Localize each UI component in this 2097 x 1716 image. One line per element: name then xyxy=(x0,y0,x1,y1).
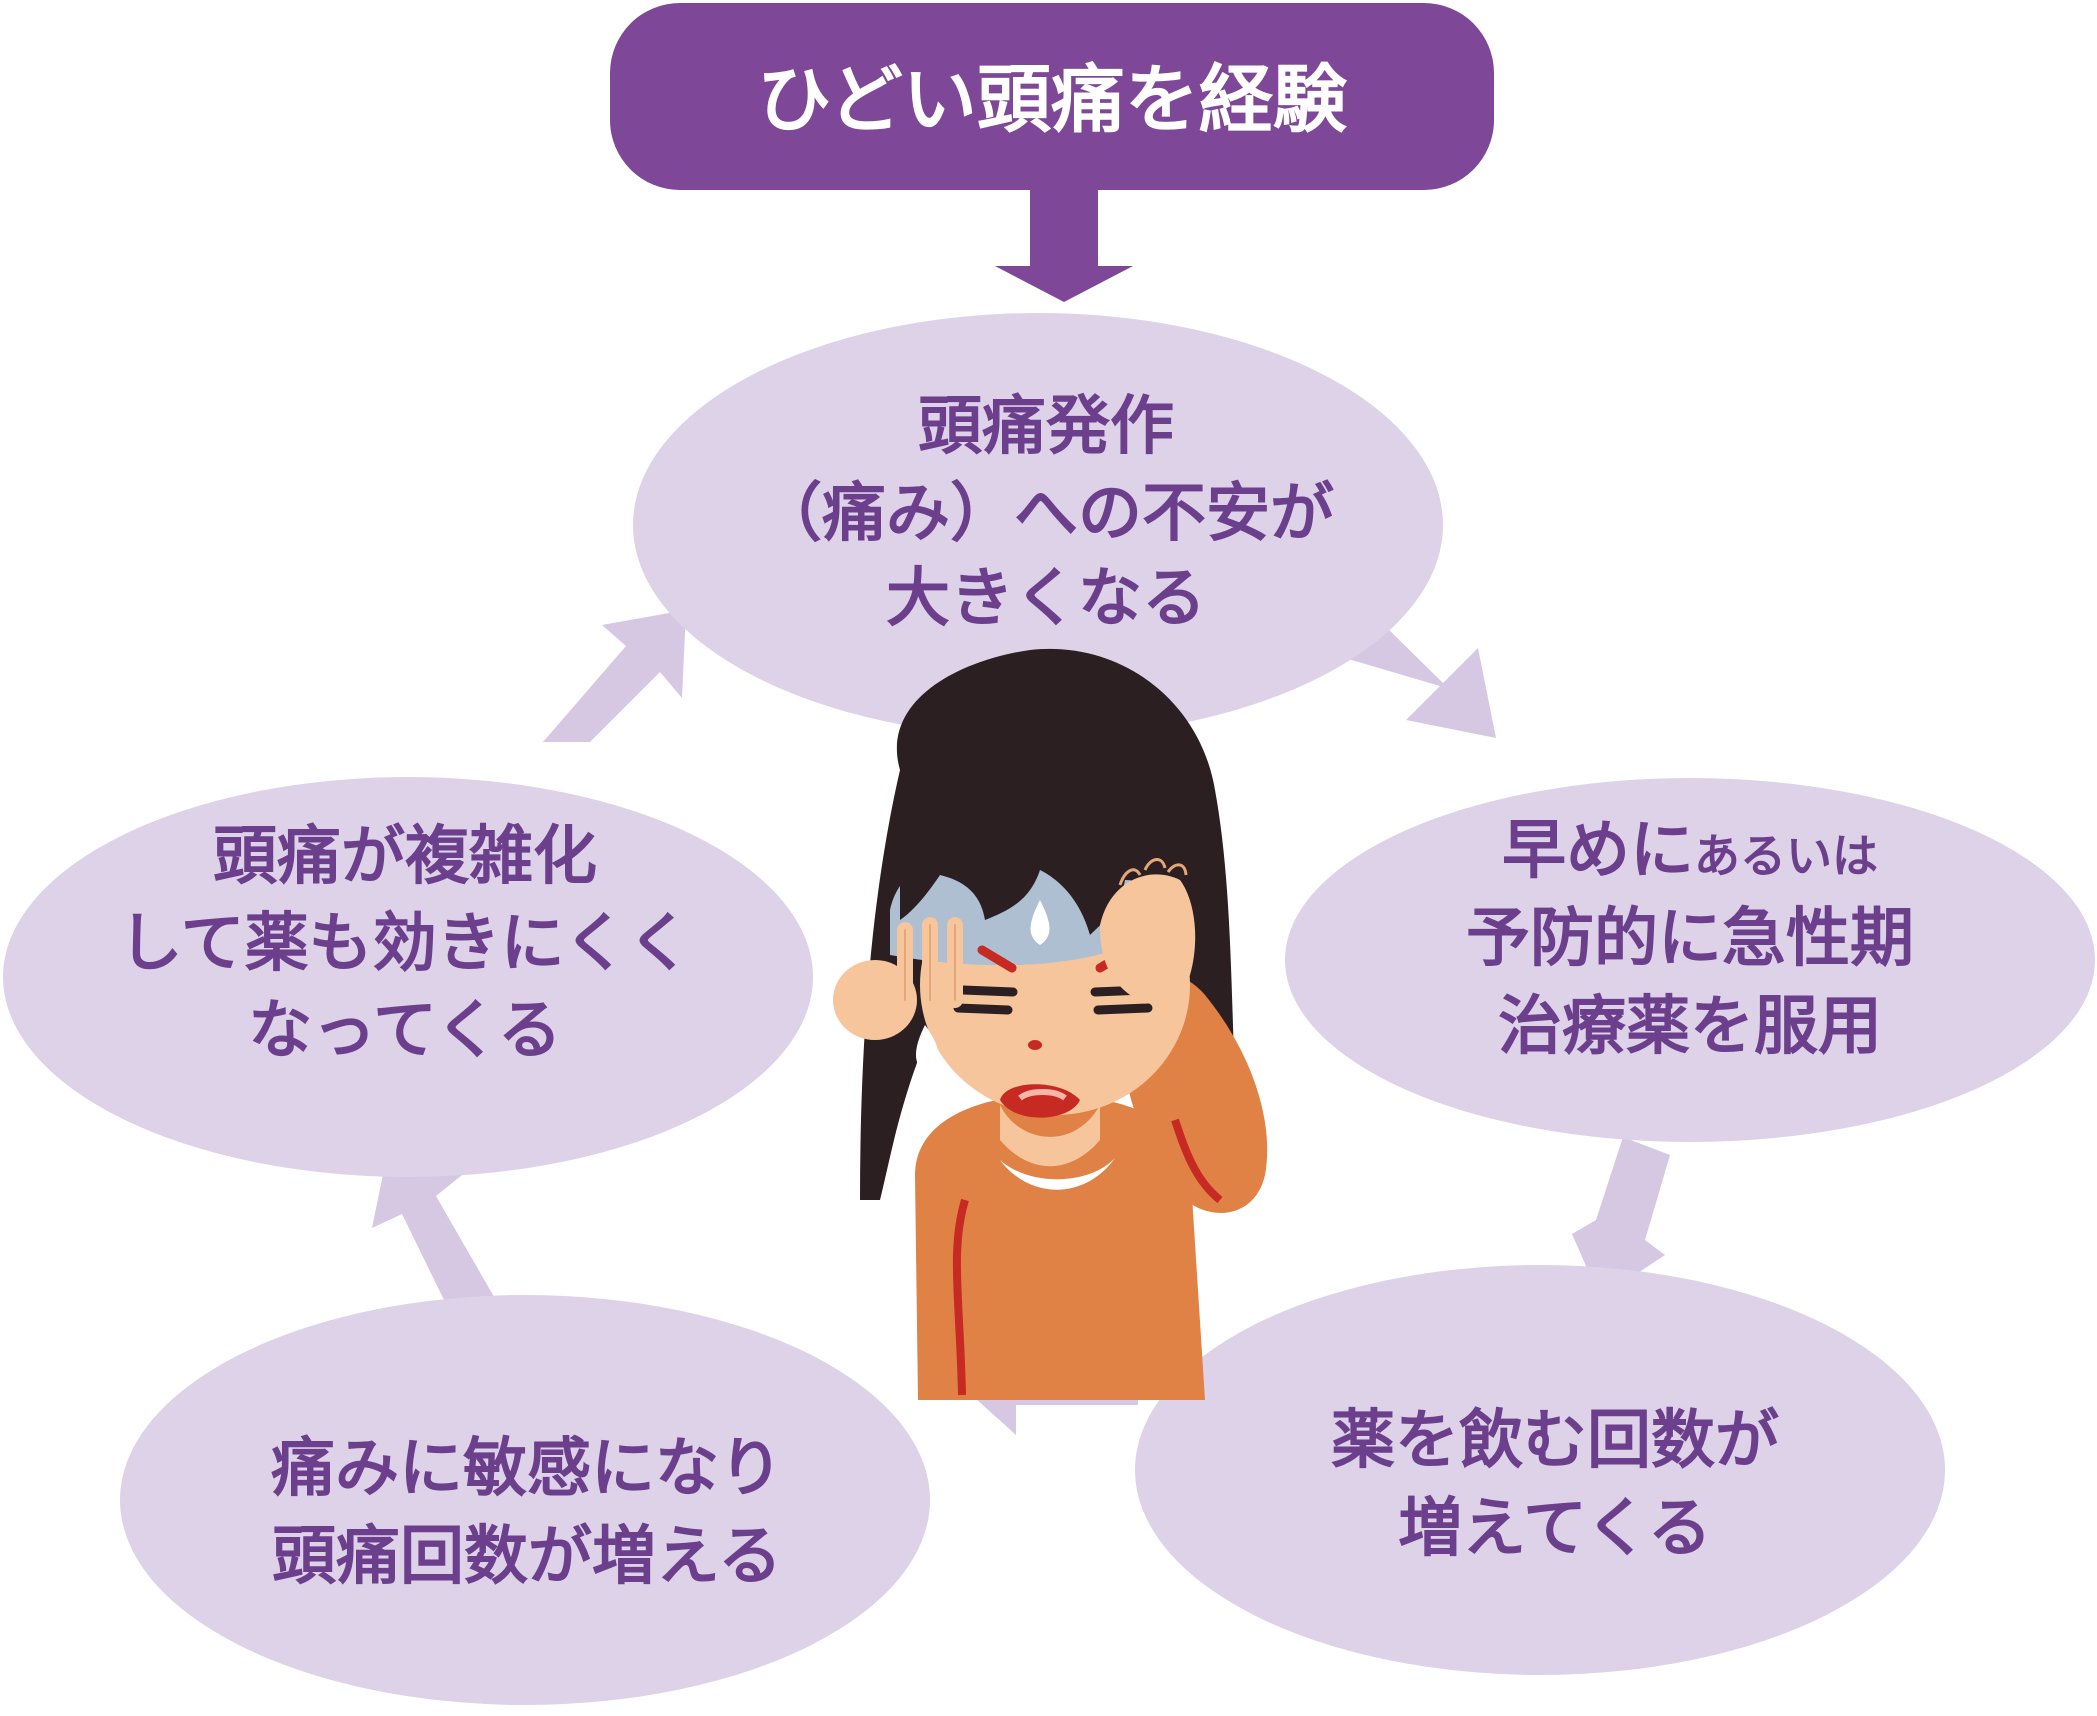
node-top-line1: 頭痛発作 xyxy=(918,390,1174,464)
node-bottom-right xyxy=(1135,1265,1945,1675)
down-arrow xyxy=(995,188,1133,302)
arrow-top-to-right xyxy=(1345,622,1496,738)
node-left-line2: して薬も効きにくく xyxy=(119,907,692,981)
node-left-line3: なってくる xyxy=(248,994,562,1068)
node-right-line1: 早めにあるいは xyxy=(1502,814,1878,888)
title-box: ひどい頭痛を経験 xyxy=(610,3,1494,190)
node-right-line2: 予防的に急性期 xyxy=(1466,902,1914,976)
node-right-line1-small: あるいは xyxy=(1694,829,1878,883)
cycle-nodes xyxy=(3,313,2095,1705)
node-top-line3: 大きくなる xyxy=(886,562,1206,636)
node-top-line2: （痛み）への不安が xyxy=(758,477,1334,551)
node-bottomleft-line1: 痛みに敏感になり xyxy=(271,1432,783,1506)
node-bottomleft-line2: 頭痛回数が増える xyxy=(272,1520,782,1594)
node-right-line1-big: 早めに xyxy=(1502,814,1694,888)
title-text: ひどい頭痛を経験 xyxy=(757,57,1348,143)
node-left xyxy=(3,777,813,1177)
node-left-line1: 頭痛が複雑化 xyxy=(213,820,597,894)
node-top xyxy=(633,313,1443,737)
arrow-left-to-top xyxy=(543,610,686,742)
node-bottom-left xyxy=(120,1295,930,1705)
arrow-bottomleft-to-left xyxy=(372,1150,497,1302)
arrow-right-to-bottomright xyxy=(1572,1137,1670,1298)
headache-woman-icon xyxy=(833,648,1268,1400)
node-right-line3: 治療薬を服用 xyxy=(1498,990,1882,1064)
node-right xyxy=(1285,778,2095,1142)
node-bottomright-line1: 薬を飲む回数が xyxy=(1331,1404,1779,1478)
node-bottomright-line2: 増えてくる xyxy=(1398,1492,1712,1566)
